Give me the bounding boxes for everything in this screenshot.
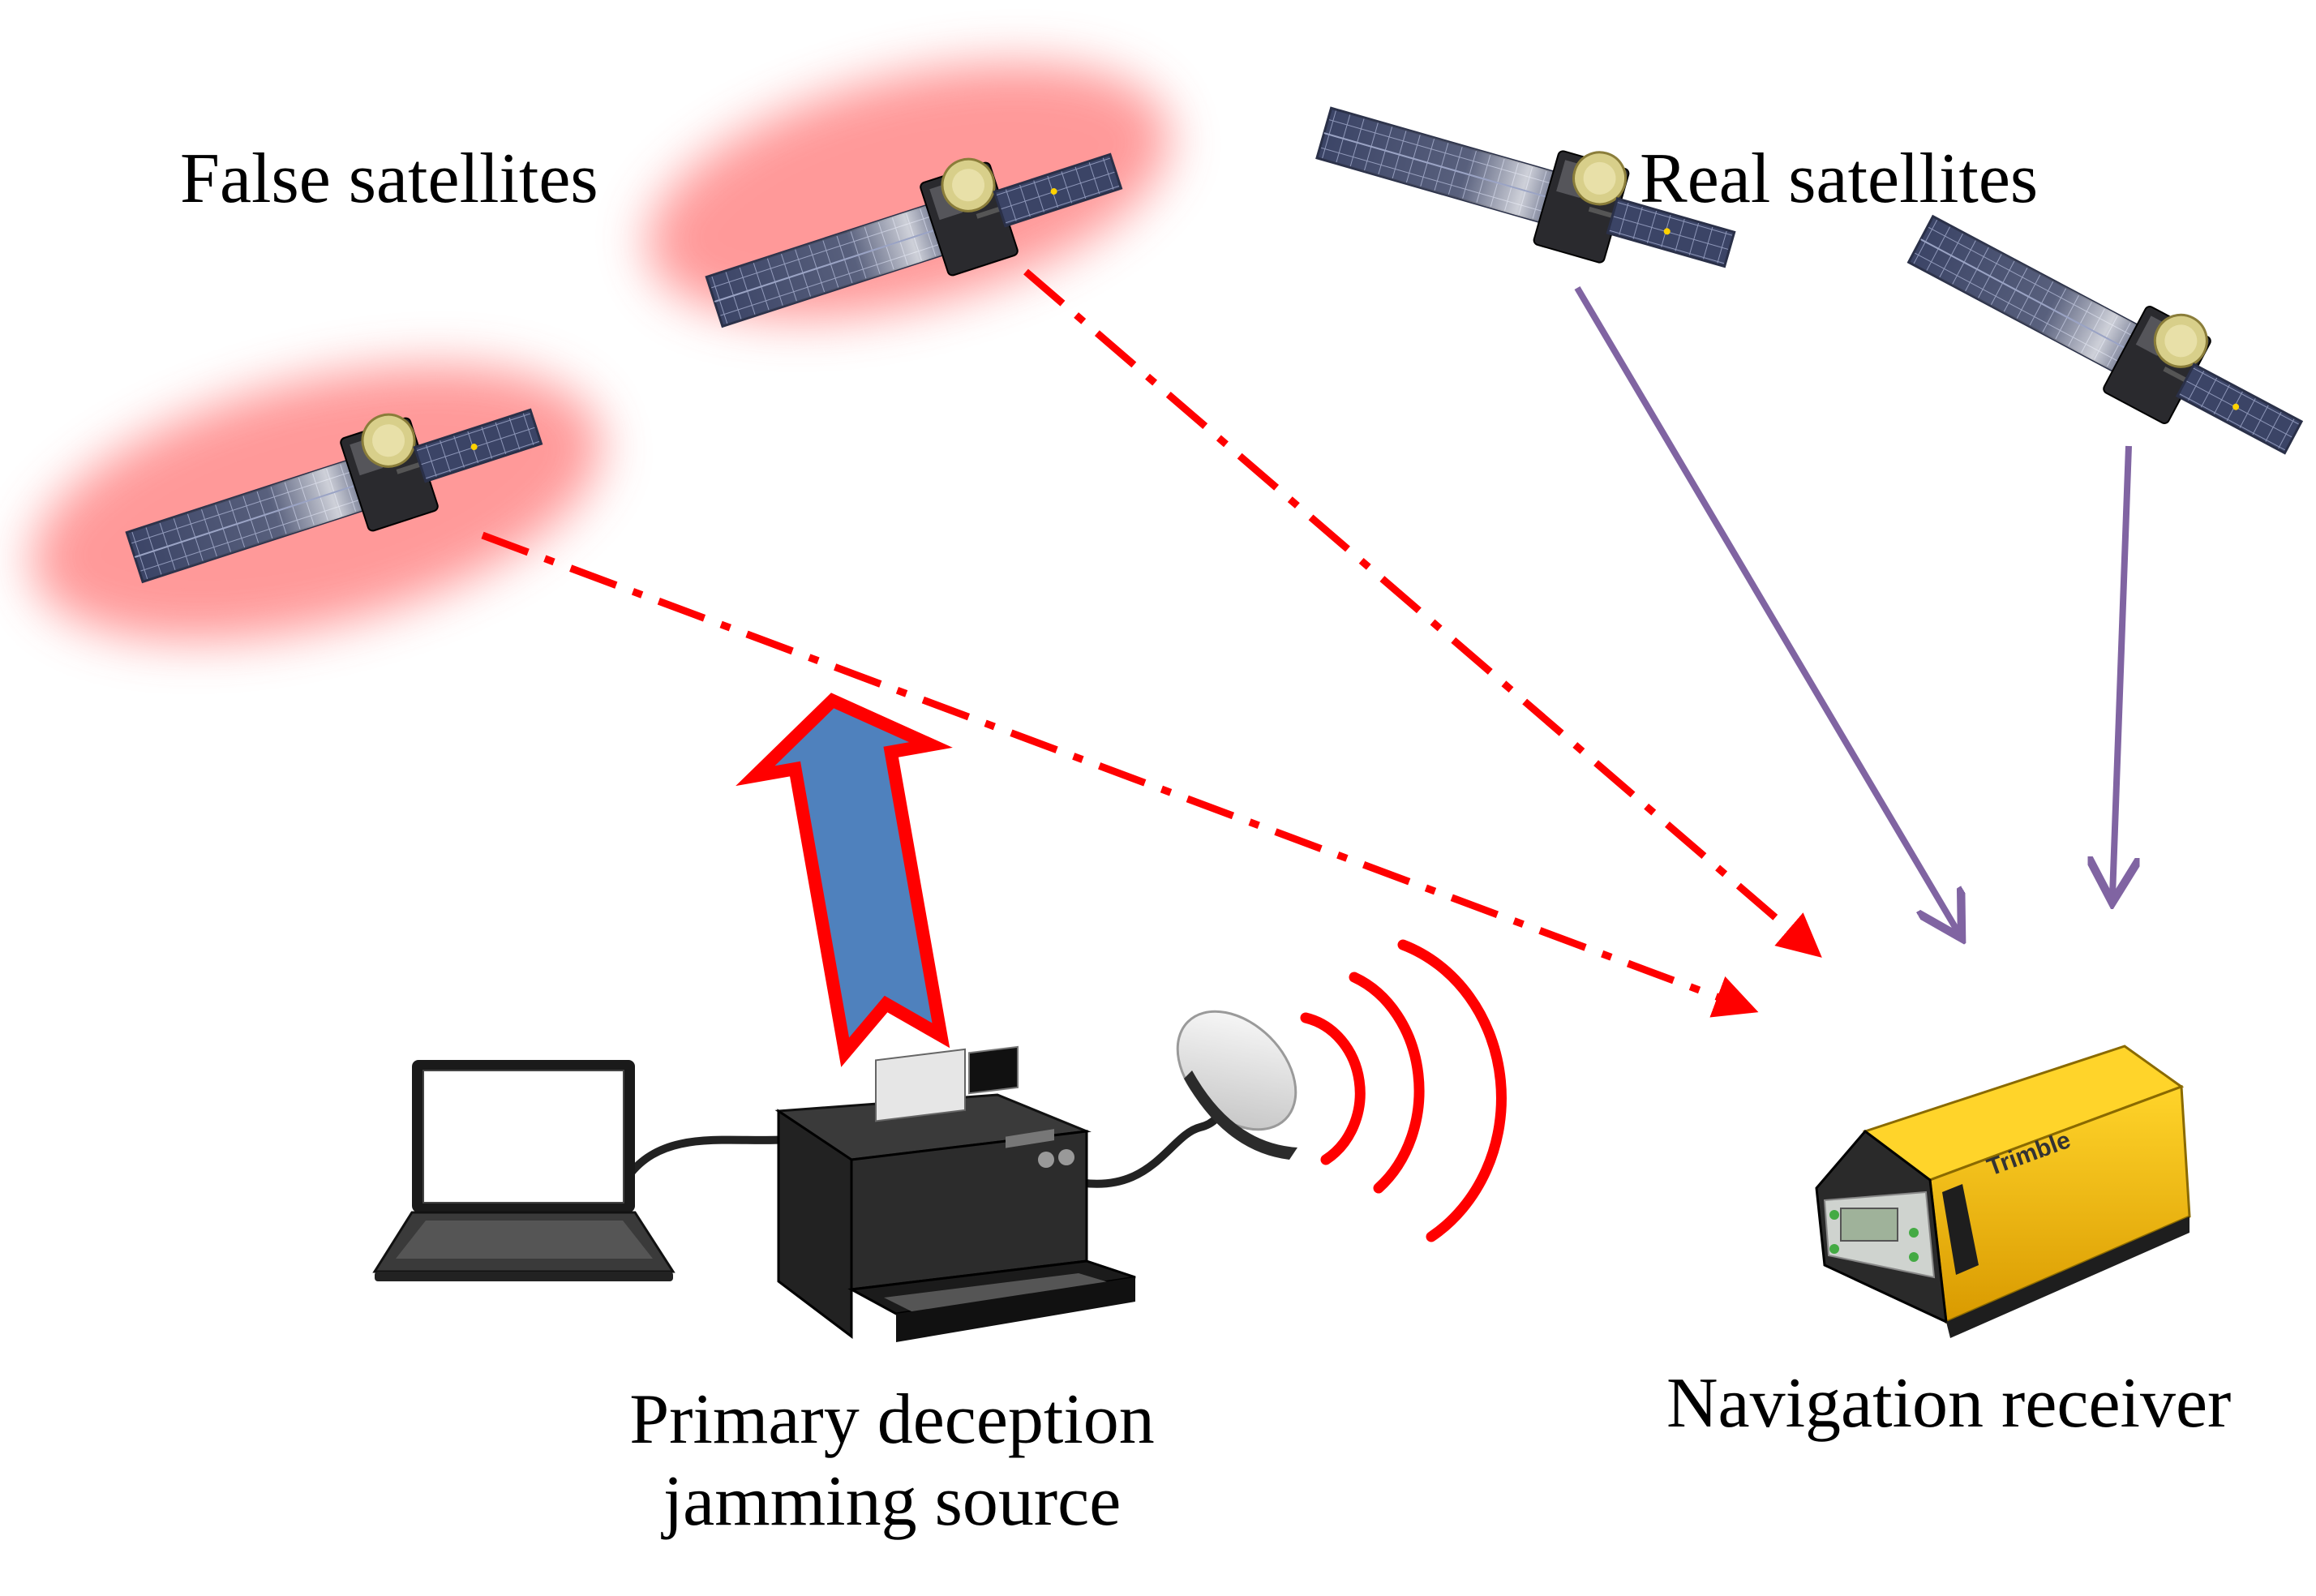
jamming-source-device-icon — [774, 1045, 1136, 1342]
navigation-receiver-icon: Trimble — [1815, 1045, 2191, 1338]
radio-waves-icon — [1300, 939, 1507, 1242]
false-satellites-label: False satellites — [180, 139, 598, 218]
real-satellite — [1898, 188, 2316, 481]
laptop-icon — [372, 1060, 676, 1281]
jamming-source-label-line2: jamming source — [663, 1462, 1122, 1542]
real-signal-path — [1574, 285, 1958, 933]
navigation-receiver-label: Navigation receiver — [1666, 1364, 2232, 1443]
false-signal-path — [1023, 268, 1822, 958]
laptop-cable — [625, 1135, 791, 1179]
false-signal-path — [481, 531, 1759, 1018]
jamming-source-label: Primary deception jamming source — [600, 1379, 1184, 1542]
uplink-arrow-icon — [736, 693, 953, 1067]
real-satellites-label: Real satellites — [1640, 139, 2039, 218]
real-signal-path — [2112, 445, 2129, 896]
antenna-dish-icon — [1176, 1010, 1297, 1160]
jamming-source-label-line1: Primary deception — [629, 1380, 1155, 1459]
